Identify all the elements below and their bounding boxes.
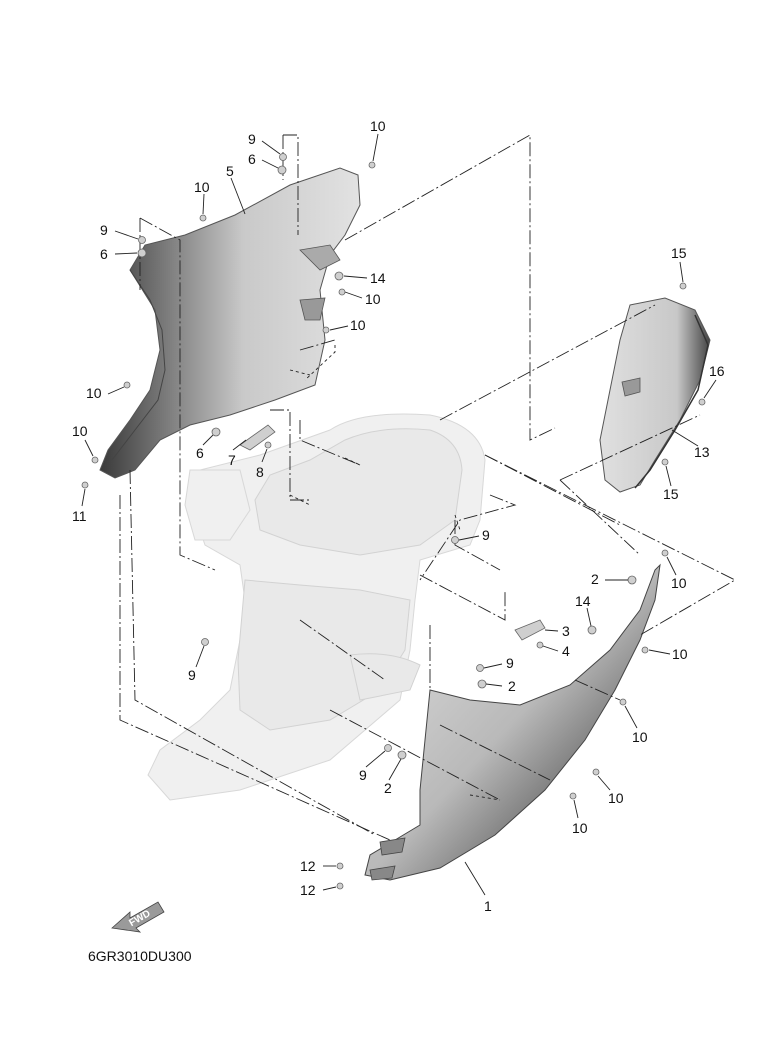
callout-5: 5 xyxy=(226,163,234,179)
callout-15: 15 xyxy=(663,486,679,502)
callout-10: 10 xyxy=(86,385,102,401)
right-cover-part-13[interactable] xyxy=(599,297,711,493)
callout-12: 12 xyxy=(300,858,316,874)
callout-9: 9 xyxy=(506,655,514,671)
callout-16: 16 xyxy=(709,363,725,379)
callout-9: 9 xyxy=(482,527,490,543)
callout-9: 9 xyxy=(359,767,367,783)
callout-10: 10 xyxy=(671,575,687,591)
callout-8: 8 xyxy=(256,464,264,480)
callout-11: 11 xyxy=(72,508,87,524)
floor-board-part-1[interactable] xyxy=(364,563,661,881)
callout-9: 9 xyxy=(100,222,108,238)
callout-6: 6 xyxy=(100,246,108,262)
forward-arrow-icon: FWD xyxy=(111,901,165,933)
callout-14: 14 xyxy=(575,593,591,609)
frame-ghost xyxy=(147,413,486,801)
callout-12: 12 xyxy=(300,882,316,898)
callout-leaders xyxy=(81,133,717,896)
callout-9: 9 xyxy=(188,667,196,683)
assembly-guide-lines xyxy=(119,134,736,841)
callout-15: 15 xyxy=(671,245,687,261)
callout-10: 10 xyxy=(572,820,588,836)
callout-10: 10 xyxy=(350,317,366,333)
fasteners xyxy=(81,153,706,890)
callout-1: 1 xyxy=(484,898,492,914)
short-dash-lines xyxy=(289,345,501,801)
callout-2: 2 xyxy=(591,571,599,587)
callout-6: 6 xyxy=(196,445,204,461)
callout-4: 4 xyxy=(562,643,570,659)
left-leg-shield-part-5[interactable] xyxy=(99,167,361,479)
callout-14: 14 xyxy=(370,270,386,286)
callout-10: 10 xyxy=(632,729,648,745)
callout-3: 3 xyxy=(562,623,570,639)
callout-13: 13 xyxy=(694,444,710,460)
callout-labels: 9 6 10 10 5 9 6 14 10 10 10 10 11 6 7 8 … xyxy=(72,118,725,914)
callout-10: 10 xyxy=(672,646,688,662)
callout-10: 10 xyxy=(194,179,210,195)
callout-10: 10 xyxy=(608,790,624,806)
callout-6: 6 xyxy=(248,151,256,167)
callout-10: 10 xyxy=(365,291,381,307)
callout-7: 7 xyxy=(228,452,236,468)
callout-10: 10 xyxy=(72,423,88,439)
callout-2: 2 xyxy=(508,678,516,694)
bracket-part-7[interactable] xyxy=(239,424,276,451)
callout-2: 2 xyxy=(384,780,392,796)
callout-9: 9 xyxy=(248,131,256,147)
bracket-part-3[interactable] xyxy=(514,619,546,641)
callout-10: 10 xyxy=(370,118,386,134)
diagram-code: 6GR3010DU300 xyxy=(88,948,192,964)
